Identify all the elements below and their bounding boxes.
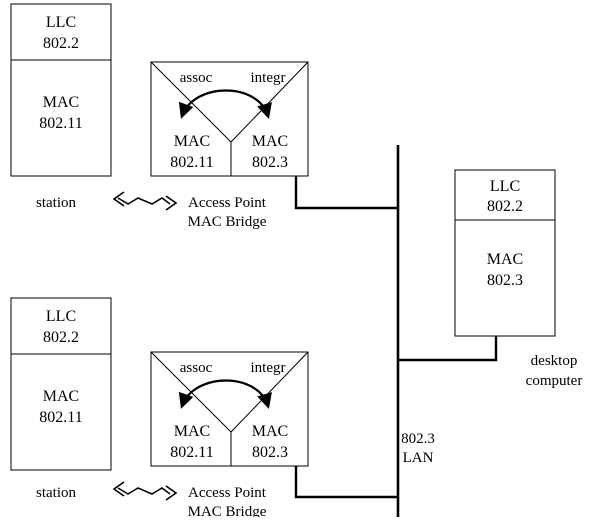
ap-bottom-integr-label: integr bbox=[251, 360, 286, 376]
lan-label-line1: 802.3 bbox=[401, 431, 435, 447]
desktop-mac-label: MAC bbox=[487, 251, 523, 268]
ap-top-bridge-arrow bbox=[178, 89, 272, 119]
station-top-mac-std: 802.11 bbox=[39, 115, 82, 132]
desktop-mac-box bbox=[454, 219, 556, 337]
ap-bottom-lan-connector bbox=[294, 466, 398, 499]
desktop-llc-label: LLC bbox=[490, 178, 520, 195]
wireless-link-top bbox=[112, 191, 178, 211]
desktop-label-line1: desktop bbox=[531, 353, 578, 369]
station-top: LLC 802.2 MAC 802.11 station bbox=[10, 3, 112, 211]
ap-bottom-mac-right: MAC bbox=[252, 423, 288, 440]
desktop-llc-std: 802.2 bbox=[487, 198, 523, 215]
station-top-llc-label: LLC bbox=[46, 14, 76, 31]
wireless-zigzag-top bbox=[117, 197, 171, 205]
ap-bottom-mac-right-std: 802.3 bbox=[252, 444, 288, 461]
wireless-arrow-right-bottom bbox=[165, 485, 178, 501]
station-top-mac-label: MAC bbox=[43, 94, 79, 111]
desktop-computer: LLC 802.2 MAC 802.3 desktop computer bbox=[454, 169, 583, 389]
desktop-mac-std: 802.3 bbox=[487, 272, 523, 289]
access-point-top: assoc integr MAC 802.11 MAC 802.3 Access… bbox=[150, 61, 309, 230]
ap-bottom-bridge-arrow bbox=[178, 379, 272, 409]
ap-bottom-label-line1: Access Point bbox=[188, 485, 267, 501]
ap-top-lan-connector bbox=[294, 176, 398, 210]
station-top-mac-box bbox=[10, 59, 112, 177]
station-bottom: LLC 802.2 MAC 802.11 station bbox=[10, 297, 112, 501]
ap-bottom-label-line2: MAC Bridge bbox=[188, 504, 267, 517]
wireless-arrow-left-bottom bbox=[112, 481, 125, 497]
wireless-arrow-left-top bbox=[112, 191, 125, 207]
ap-top-mac-left-std: 802.11 bbox=[170, 154, 213, 171]
ap-top-label-line1: Access Point bbox=[188, 195, 267, 211]
wireless-zigzag-bottom bbox=[117, 487, 171, 495]
station-bottom-mac-box bbox=[10, 353, 112, 471]
station-top-label: station bbox=[36, 195, 76, 211]
ap-top-integr-label: integr bbox=[251, 70, 286, 86]
station-bottom-llc-std: 802.2 bbox=[43, 329, 79, 346]
ap-top-mac-right-std: 802.3 bbox=[252, 154, 288, 171]
station-bottom-llc-label: LLC bbox=[46, 308, 76, 325]
desktop-lan-connector bbox=[398, 336, 498, 362]
ap-top-box bbox=[150, 61, 309, 177]
desktop-label-line2: computer bbox=[526, 373, 583, 389]
ap-top-assoc-label: assoc bbox=[180, 70, 213, 86]
ap-top-mac-right: MAC bbox=[252, 133, 288, 150]
ap-top-label-line2: MAC Bridge bbox=[188, 214, 267, 230]
station-bottom-mac-std: 802.11 bbox=[39, 409, 82, 426]
station-bottom-label: station bbox=[36, 485, 76, 501]
lan-label-line2: LAN bbox=[403, 450, 434, 466]
station-bottom-mac-label: MAC bbox=[43, 388, 79, 405]
wireless-arrow-right-top bbox=[165, 195, 178, 211]
station-top-llc-std: 802.2 bbox=[43, 35, 79, 52]
ap-bottom-assoc-label: assoc bbox=[180, 360, 213, 376]
ap-bottom-mac-left: MAC bbox=[174, 423, 210, 440]
ap-bottom-mac-left-std: 802.11 bbox=[170, 444, 213, 461]
wireless-link-bottom bbox=[112, 481, 178, 501]
ap-top-mac-left: MAC bbox=[174, 133, 210, 150]
access-point-bottom: assoc integr MAC 802.11 MAC 802.3 Access… bbox=[150, 351, 309, 520]
ap-bottom-box bbox=[150, 351, 309, 467]
